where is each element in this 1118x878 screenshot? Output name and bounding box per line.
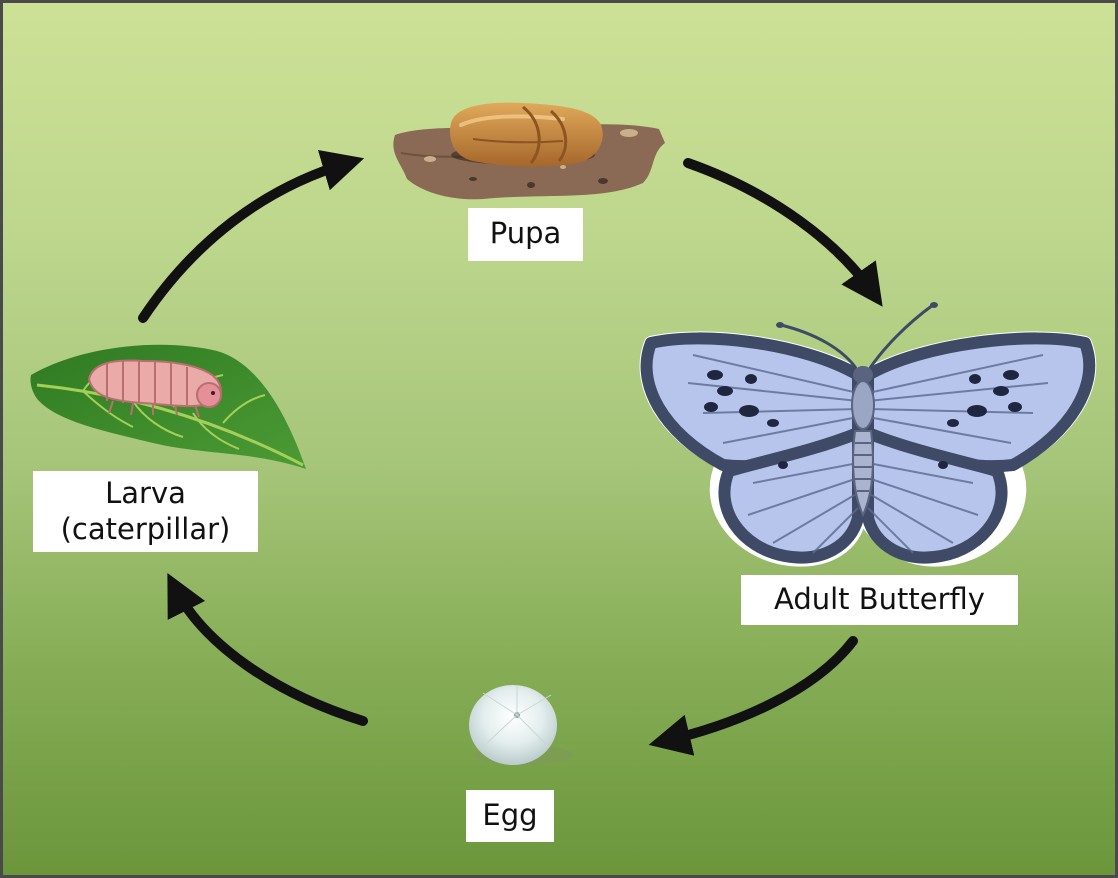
pupa-illustration (393, 102, 665, 200)
pupa-label-text: Pupa (489, 216, 562, 250)
larva-illustration (30, 344, 307, 469)
larva-label-line1: Larva (105, 476, 186, 510)
egg-label: Egg (466, 790, 554, 842)
diagram-artwork (30, 102, 1097, 765)
arrow-pupa-to-adult (683, 158, 883, 307)
arrow-larva-to-pupa (138, 149, 365, 323)
adult-butterfly-label-text: Adult Butterfly (774, 582, 985, 616)
egg-illustration (469, 685, 573, 765)
larva-label: Larva (caterpillar) (33, 471, 258, 552)
butterfly-illustration (639, 302, 1097, 567)
pupa-label: Pupa (468, 208, 583, 261)
adult-butterfly-label: Adult Butterfly (741, 575, 1018, 625)
larva-label-line2: (caterpillar) (60, 512, 231, 546)
arrow-egg-to-larva (167, 573, 368, 726)
arrow-adult-to-egg (648, 636, 858, 756)
egg-label-text: Egg (482, 798, 538, 832)
